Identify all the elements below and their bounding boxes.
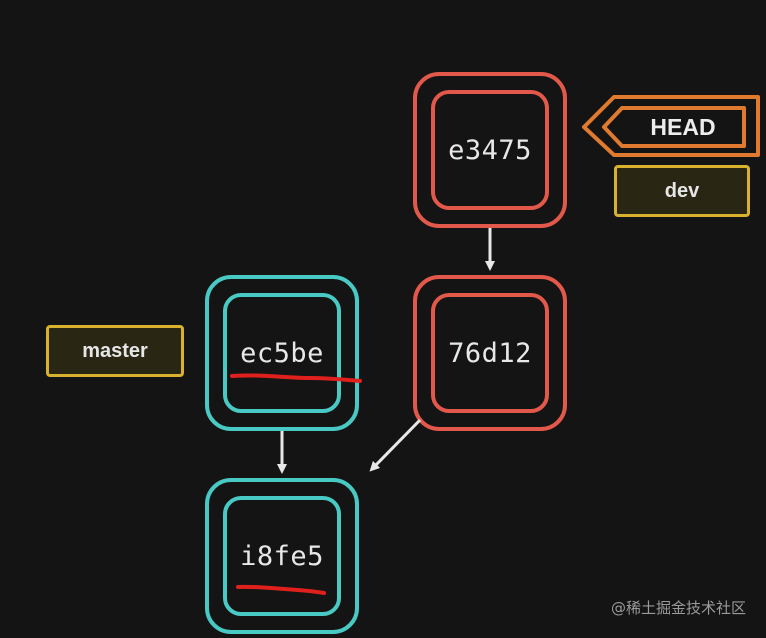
annotation-underline xyxy=(230,373,362,383)
annotation-underline xyxy=(236,584,326,595)
commit-hash-label: i8fe5 xyxy=(240,540,324,572)
commit-node-inner: 76d12 xyxy=(431,293,549,413)
arrow-diagonal-icon xyxy=(369,418,422,472)
branch-tag-master: master xyxy=(46,325,184,377)
commit-hash-label: ec5be xyxy=(240,337,324,369)
commit-node-e3475: e3475 xyxy=(413,72,567,228)
head-pointer-label: HEAD xyxy=(650,113,716,140)
commit-node-inner: e3475 xyxy=(431,90,549,210)
commit-node-inner: i8fe5 xyxy=(223,496,341,616)
watermark-text: @稀土掘金技术社区 xyxy=(610,599,746,617)
commit-hash-label: e3475 xyxy=(448,134,532,166)
branch-tag-dev: dev xyxy=(614,165,750,217)
commit-node-76d12: 76d12 xyxy=(413,275,567,431)
commit-node-inner: ec5be xyxy=(223,293,341,413)
commit-node-i8fe5: i8fe5 xyxy=(205,478,359,634)
commit-hash-label: 76d12 xyxy=(448,337,532,369)
commit-node-ec5be: ec5be xyxy=(205,275,359,431)
pointer-left-icon xyxy=(582,95,760,157)
